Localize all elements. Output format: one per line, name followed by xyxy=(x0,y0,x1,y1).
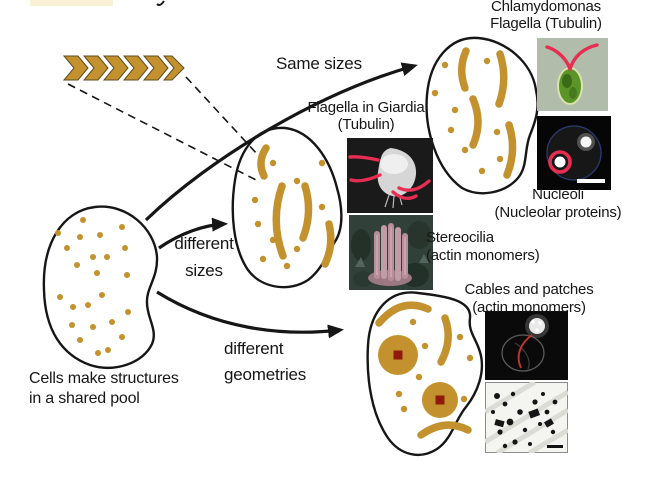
label-line: (actin monomers) xyxy=(426,247,540,264)
stereocilia-bundle xyxy=(368,223,412,286)
actin-patches-micrograph xyxy=(485,382,568,453)
same-sizes-cell-contents xyxy=(431,47,517,179)
label-flagella-in-giardia: Flagella in Giardia (Tubulin) xyxy=(291,99,441,133)
label-line: Nucleoli xyxy=(532,186,584,203)
cropped-text-artifact xyxy=(156,0,165,6)
label-line: Flagella in Giardia xyxy=(307,99,425,116)
nucleoli-micrograph xyxy=(537,116,611,190)
label-line: Flagella (Tubulin) xyxy=(490,15,602,32)
label-line: geometries xyxy=(224,365,307,384)
label-line: Cables and patches xyxy=(464,281,594,298)
label-line: sizes xyxy=(185,261,223,280)
flagellum-highlight xyxy=(349,173,382,183)
different-geometries-cell xyxy=(366,291,484,457)
label-line: (actin monomers) xyxy=(472,298,586,316)
actin-cable-highlight xyxy=(517,334,533,369)
arrow-same-sizes xyxy=(144,62,418,222)
label-line: in a shared pool xyxy=(29,390,140,407)
giardia-micrograph xyxy=(347,138,433,213)
label-nucleoli: Nucleoli (Nucleolar proteins) xyxy=(475,186,641,221)
arrow-different-sizes xyxy=(158,217,228,250)
monomer-dots xyxy=(55,217,131,356)
nucleolus xyxy=(580,136,592,148)
actin-cable xyxy=(417,421,472,439)
zoom-callout-dash-lower xyxy=(67,83,261,183)
mother-cell-outline xyxy=(501,334,545,372)
flagellum-highlight xyxy=(545,45,572,71)
different-sizes-cell-contents xyxy=(251,144,335,270)
actin-cable xyxy=(437,314,452,366)
geometries-cell-contents xyxy=(375,301,474,439)
label-stereocilia: Stereocilia (actin monomers) xyxy=(426,229,540,265)
label-chlamydomonas-flagella: Chlamydomonas Flagella (Tubulin) xyxy=(458,0,634,32)
actin-cable xyxy=(375,301,432,327)
actin-patch-specks xyxy=(491,391,558,449)
arrow-different-geometries xyxy=(156,290,344,339)
flagellum-highlight xyxy=(568,43,599,71)
label-line: Chlamydomonas xyxy=(491,0,601,15)
patch-core xyxy=(435,395,445,405)
scale-bar xyxy=(577,179,605,183)
patch-core xyxy=(393,350,403,360)
scale-bar xyxy=(547,445,563,448)
label-different-geometries: different geometries xyxy=(224,336,306,388)
chlamydomonas-micrograph xyxy=(537,38,608,111)
legend-swatch-cropped xyxy=(30,0,113,6)
label-line: Cells make structures xyxy=(29,370,179,387)
label-different-sizes: different sizes xyxy=(152,230,256,284)
yeast-cables-micrograph xyxy=(485,311,568,380)
label-line: Stereocilia xyxy=(426,229,494,246)
monomer-chevron-polymer xyxy=(62,55,185,81)
flagellum-highlight xyxy=(391,190,418,201)
flagellum-highlight xyxy=(397,179,431,192)
label-shared-pool-caption: Cells make structures in a shared pool xyxy=(29,369,179,409)
nucleolus xyxy=(554,156,566,168)
label-line: different xyxy=(224,339,284,358)
label-cables-and-patches: Cables and patches (actin monomers) xyxy=(446,281,612,316)
flagellum-highlight xyxy=(348,155,380,162)
pool-cell xyxy=(42,205,159,369)
label-line: different xyxy=(174,234,234,253)
stereocilia-micrograph xyxy=(349,215,433,290)
nucleolus-ring-highlight xyxy=(548,150,572,174)
label-line: (Nucleolar proteins) xyxy=(494,203,622,221)
label-line: (Tubulin) xyxy=(337,115,395,133)
label-same-sizes: Same sizes xyxy=(276,54,362,73)
